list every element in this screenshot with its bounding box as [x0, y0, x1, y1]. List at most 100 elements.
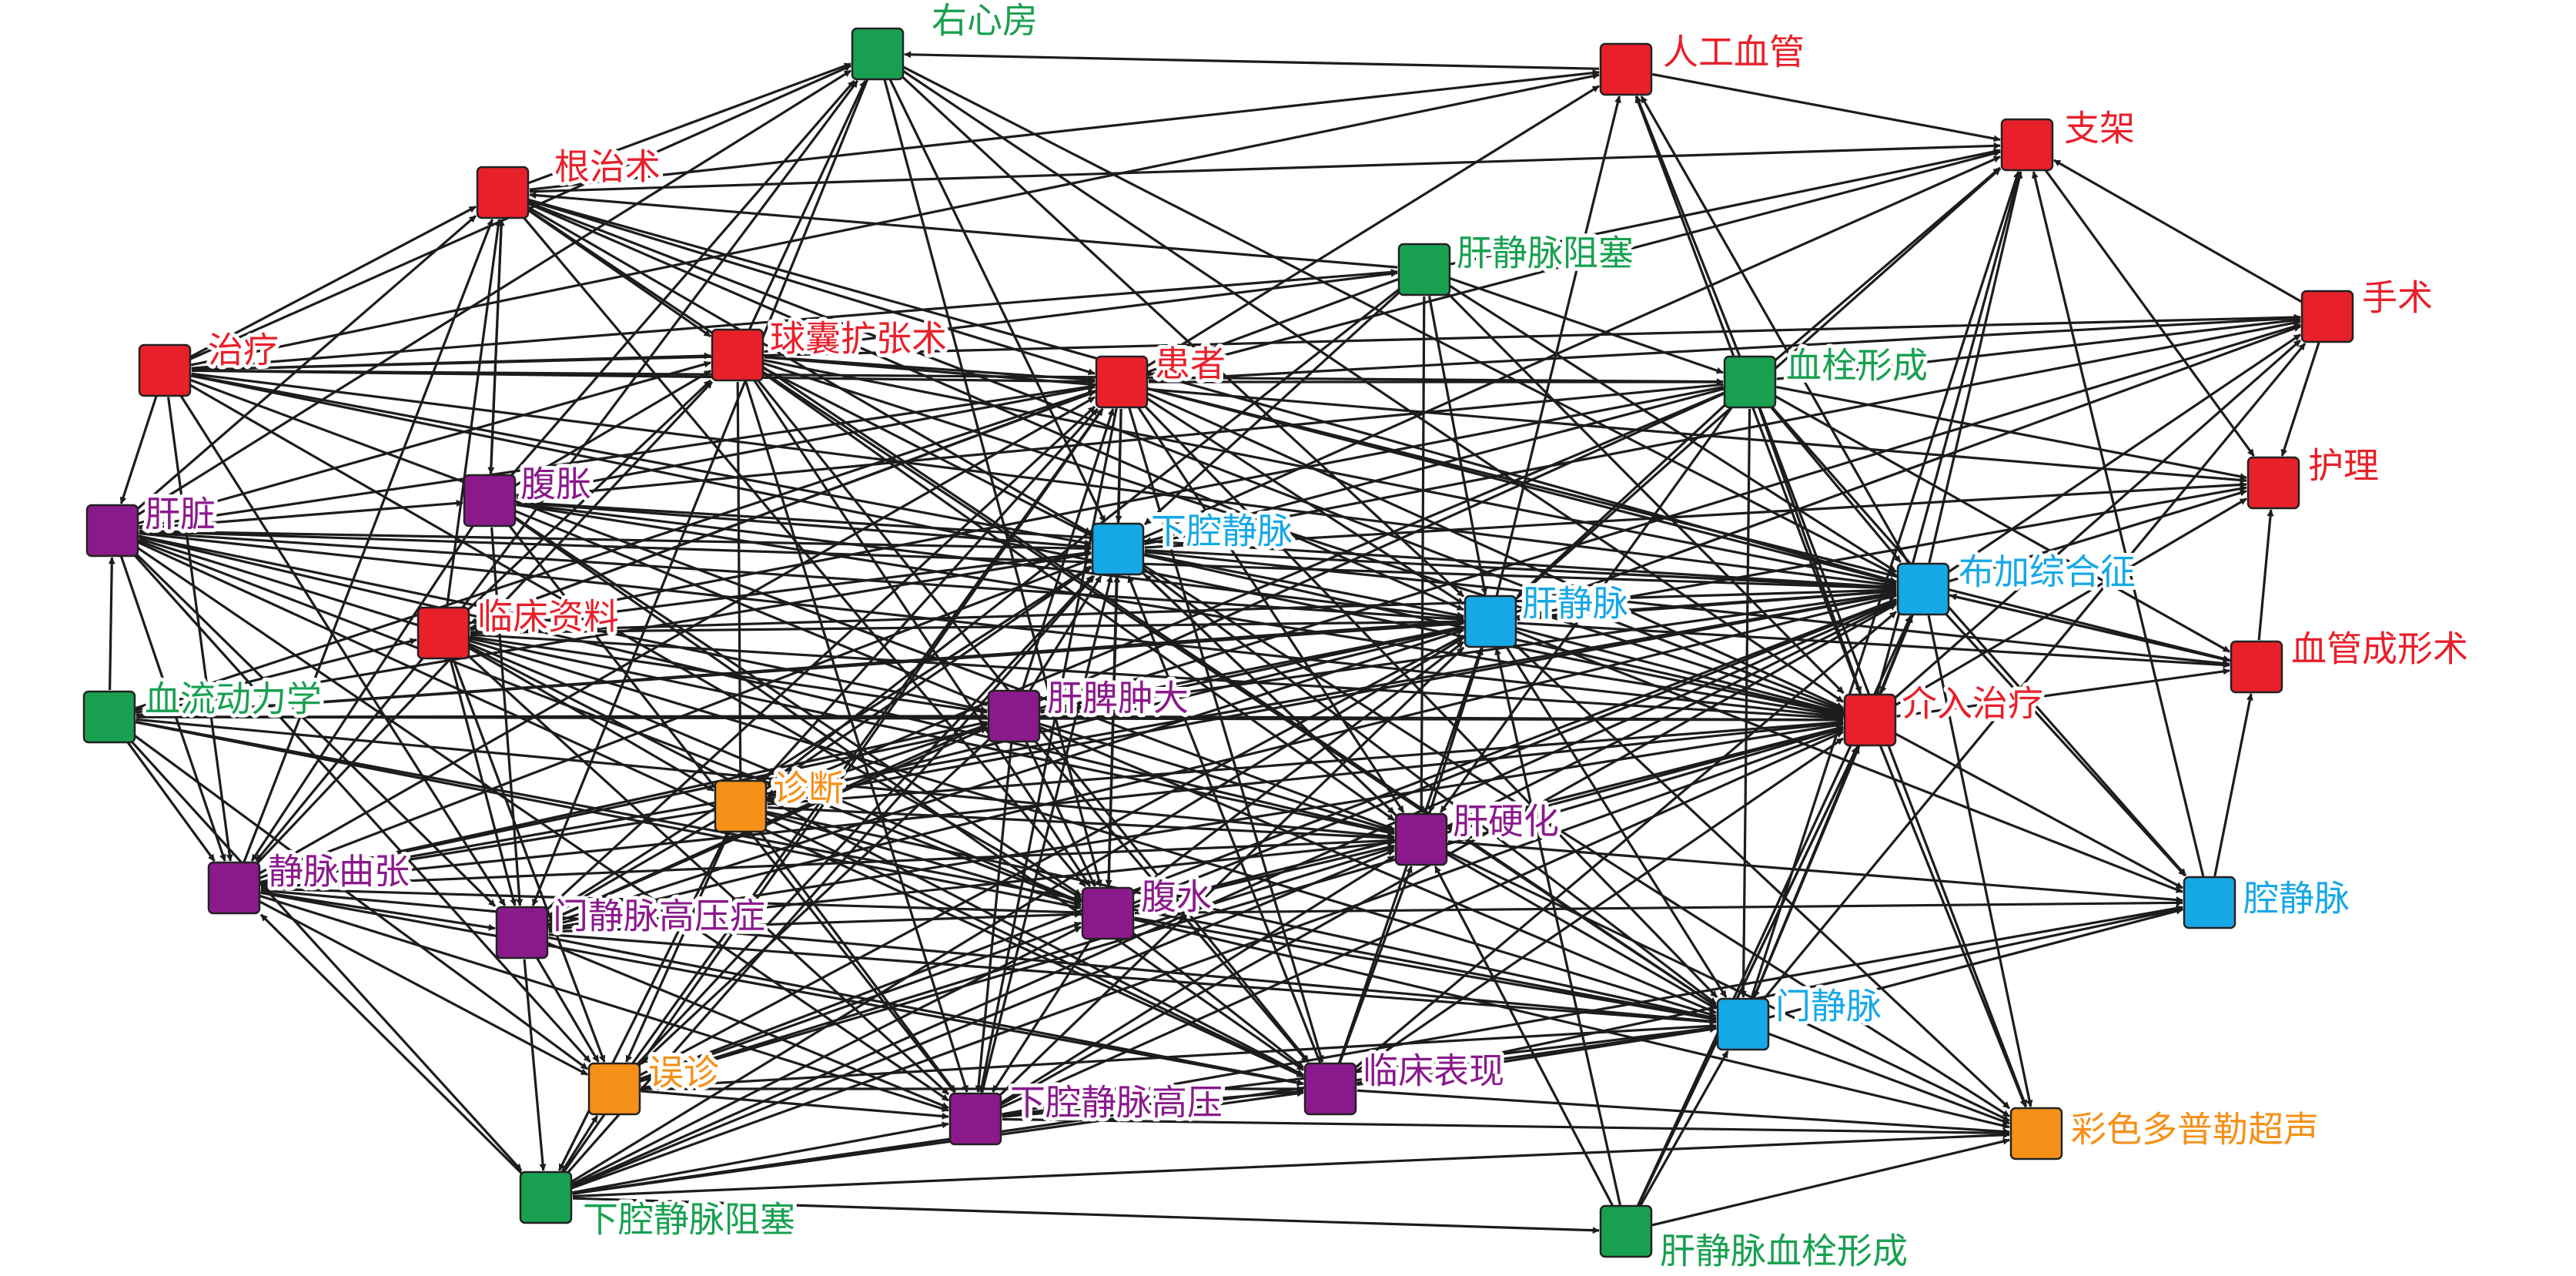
edge-xueliudongli-to-menjingmai	[135, 720, 1717, 1022]
node-qiangjingmai[interactable]: 腔静脉	[2183, 874, 2354, 929]
edge-ganjingmaizusai-to-xueshuanxingcheng	[1449, 276, 1724, 374]
node-linchuangbiaoxian[interactable]: 临床表现	[1303, 1047, 1508, 1116]
node-box-qiunang[interactable]	[711, 328, 764, 382]
node-box-menjingmai[interactable]	[1716, 997, 1770, 1051]
node-fushui[interactable]: 腹水	[1081, 872, 1216, 940]
node-youxinfang[interactable]: 右心房	[851, 0, 1042, 81]
node-jingmaiquzhang[interactable]: 静脉曲张	[207, 847, 413, 915]
node-huanzhe[interactable]: 患者	[1095, 340, 1229, 409]
node-ganpizhongda[interactable]: 肝脾肿大	[987, 674, 1193, 743]
node-ganyinghua[interactable]: 肝硬化	[1394, 797, 1563, 866]
node-box-rengongxueguan[interactable]	[1599, 42, 1653, 96]
edges-layer	[108, 51, 2320, 1234]
edge-xiaqiangzusai-to-ganjingmaixueshuan	[572, 1197, 1600, 1234]
edge-jieruzhiliao-to-qiangjingmai	[1893, 732, 2183, 889]
node-menjingmaigaoya[interactable]: 门静脉高压症	[495, 892, 769, 960]
node-box-xueliudongli[interactable]	[82, 690, 136, 744]
node-rengongxueguan[interactable]: 人工血管	[1599, 28, 1808, 96]
node-wuzhen[interactable]: 误诊	[587, 1048, 723, 1116]
node-ganjingmaizusai[interactable]: 肝静脉阻塞	[1397, 229, 1638, 296]
node-xueliudongli[interactable]: 血流动力学	[82, 675, 326, 744]
node-box-bujia[interactable]	[1896, 562, 1950, 616]
node-box-jieruzhiliao[interactable]	[1843, 693, 1897, 747]
node-box-fuzhang[interactable]	[463, 474, 517, 527]
edge-fushui-to-menjingmai	[1134, 916, 1717, 1022]
node-fuzhang[interactable]: 腹胀	[463, 460, 595, 527]
edge-huanzhe-to-xueguanchengxing	[1147, 387, 2230, 662]
node-label-linchuangziliao: 临床资料	[477, 596, 619, 638]
node-box-ganjingmai[interactable]	[1464, 594, 1517, 648]
node-bujia[interactable]: 布加综合征	[1896, 548, 2139, 616]
edge-zhenduan-to-linchuangbiaoxian	[764, 816, 1304, 1077]
edge-linchuangziliao-to-zhenduan	[466, 645, 714, 792]
edge-xiaqiangzusai-to-linchuangbiaoxian	[572, 1090, 1304, 1195]
node-xiaqiangjingmai[interactable]: 下腔静脉	[1091, 507, 1296, 576]
node-box-xueshuanxingcheng[interactable]	[1723, 355, 1777, 409]
edge-ganpizhongda-to-bujia	[1040, 590, 1897, 714]
node-box-huli[interactable]	[2246, 456, 2300, 510]
edge-xueliudongli-to-linchuangziliao	[135, 638, 417, 712]
node-box-xiaqiangzusai[interactable]	[519, 1171, 573, 1224]
edge-menjingmai-to-jieruzhiliao	[1752, 746, 1860, 1000]
edge-xiaqianggaoya-to-xiaqiangjingmai	[980, 575, 1113, 1093]
node-box-ganjingmaizusai[interactable]	[1397, 243, 1451, 296]
node-box-zhenduan[interactable]	[714, 779, 768, 833]
node-box-jingmaiquzhang[interactable]	[207, 861, 261, 915]
node-box-qiangjingmai[interactable]	[2183, 876, 2236, 929]
node-xiaqiangzusai[interactable]: 下腔静脉阻塞	[519, 1171, 799, 1244]
node-box-menjingmaigaoya[interactable]	[495, 906, 549, 960]
node-linchuangziliao[interactable]: 临床资料	[417, 592, 623, 660]
node-box-caise[interactable]	[2009, 1107, 2063, 1160]
node-label-zhiliao: 治疗	[208, 330, 279, 371]
node-ganjingmaixueshuan[interactable]: 肝静脉血栓形成	[1599, 1204, 1912, 1276]
node-huli[interactable]: 护理	[2246, 441, 2383, 510]
node-jieruzhiliao[interactable]: 介入治疗	[1843, 679, 2047, 747]
edge-ganjingmaizusai-to-zhenduan	[767, 285, 1404, 786]
node-label-zhijia: 支架	[2064, 108, 2135, 149]
node-box-wuzhen[interactable]	[587, 1062, 641, 1116]
edge-jingmaiquzhang-to-xiaqianggaoya	[259, 894, 949, 1112]
node-shoushu[interactable]: 手术	[2300, 273, 2437, 343]
node-box-youxinfang[interactable]	[851, 27, 905, 81]
node-zhenduan[interactable]: 诊断	[714, 764, 848, 833]
node-box-linchuangziliao[interactable]	[417, 606, 470, 660]
node-box-fushui[interactable]	[1081, 886, 1135, 940]
node-box-zhijia[interactable]	[2000, 118, 2054, 172]
node-box-zhiliao[interactable]	[138, 343, 192, 397]
node-label-qiunang: 球囊扩张术	[770, 318, 947, 360]
node-box-ganyinghua[interactable]	[1394, 812, 1448, 866]
node-ganjingmai[interactable]: 肝静脉	[1464, 579, 1632, 648]
node-zhijia[interactable]: 支架	[2000, 104, 2139, 172]
node-xueshuanxingcheng[interactable]: 血栓形成	[1723, 341, 1932, 409]
edge-linchuangziliao-to-menjingmaigaoya	[449, 658, 517, 906]
node-box-xiaqianggaoya[interactable]	[948, 1092, 1002, 1146]
edge-zhenduan-to-huanzhe	[758, 407, 1099, 788]
node-xueguanchengxing[interactable]: 血管成形术	[2230, 625, 2472, 694]
node-xiaqianggaoya[interactable]: 下腔静脉高压	[948, 1078, 1226, 1146]
edge-xueshuanxingcheng-to-menjingmai	[1739, 408, 1751, 998]
edge-jieruzhiliao-to-caise	[1878, 744, 2027, 1107]
edge-ganzang-to-youxinfang	[134, 69, 851, 517]
node-box-genzhishu[interactable]	[476, 166, 530, 219]
node-zhiliao[interactable]: 治疗	[138, 326, 283, 397]
node-box-ganpizhongda[interactable]	[987, 689, 1041, 743]
node-box-huanzhe[interactable]	[1095, 355, 1149, 409]
node-box-linchuangbiaoxian[interactable]	[1303, 1062, 1357, 1116]
edge-menjingmai-to-shoushu	[1759, 342, 2307, 1005]
edge-linchuangziliao-to-qiunang	[462, 379, 712, 616]
edge-menjingmaigaoya-to-xiaqiangzusai	[523, 959, 547, 1171]
node-caise[interactable]: 彩色多普勒超声	[2009, 1105, 2323, 1160]
node-box-ganjingmaixueshuan[interactable]	[1599, 1204, 1653, 1258]
node-box-shoushu[interactable]	[2300, 290, 2354, 343]
node-box-xiaqiangjingmai[interactable]	[1091, 522, 1145, 576]
node-qiunang[interactable]: 球囊扩张术	[711, 314, 951, 382]
node-menjingmai[interactable]: 门静脉	[1716, 982, 1885, 1051]
node-box-xueguanchengxing[interactable]	[2230, 640, 2283, 694]
edge-xueshuanxingcheng-to-zhijia	[1769, 166, 2002, 366]
node-ganzang[interactable]: 肝脏	[85, 490, 219, 558]
node-box-ganzang[interactable]	[85, 504, 139, 558]
node-genzhishu[interactable]: 根治术	[476, 142, 664, 219]
edge-xiaqiangzusai-to-xiaqianggaoya	[572, 1121, 949, 1194]
node-label-bujia: 布加综合征	[1959, 551, 2136, 593]
